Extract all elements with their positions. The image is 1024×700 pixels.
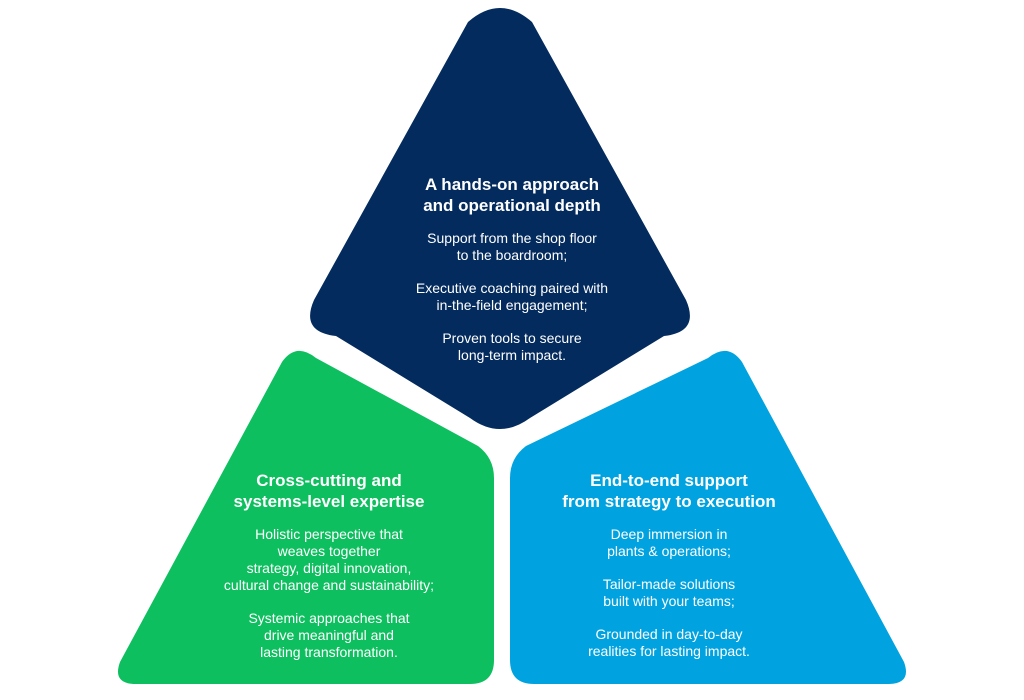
left-text-block: Cross-cutting and systems-level expertis… — [170, 470, 488, 677]
right-item: Grounded in day-to-day realities for las… — [516, 626, 822, 660]
left-item-line: strategy, digital innovation, — [246, 560, 412, 576]
left-item-line: drive meaningful and — [264, 627, 394, 643]
right-item-line: plants & operations; — [607, 543, 731, 559]
top-item: Support from the shop floor to the board… — [350, 230, 674, 264]
top-item-line: Proven tools to secure — [442, 330, 582, 346]
left-item: Holistic perspective that weaves togethe… — [170, 526, 488, 594]
right-triangle-shape — [510, 350, 906, 684]
left-heading-line: Cross-cutting and — [256, 471, 402, 490]
left-item-line: cultural change and sustainability; — [223, 577, 435, 593]
top-item-line: to the boardroom; — [456, 247, 568, 263]
right-item-line: built with your teams; — [603, 593, 735, 609]
top-heading-line: A hands-on approach — [424, 175, 600, 194]
right-text-block: End-to-end support from strategy to exec… — [516, 470, 822, 676]
left-heading-line: systems-level expertise — [233, 492, 425, 511]
left-item-line: Holistic perspective that — [255, 526, 403, 542]
right-heading-line: from strategy to execution — [562, 492, 776, 511]
top-heading-line: and operational depth — [423, 196, 601, 215]
right-heading-line: End-to-end support — [590, 471, 748, 490]
top-heading: A hands-on approach and operational dept… — [350, 174, 674, 216]
right-item-line: Tailor-made solutions — [602, 576, 736, 592]
top-text-block: A hands-on approach and operational dept… — [350, 174, 674, 380]
right-item-line: Grounded in day-to-day — [595, 626, 743, 642]
right-item-line: realities for lasting impact. — [588, 643, 750, 659]
top-item-line: Support from the shop floor — [427, 230, 597, 246]
top-item: Proven tools to secure long-term impact. — [350, 330, 674, 364]
right-item-line: Deep immersion in — [610, 526, 728, 542]
left-item-line: Systemic approaches that — [248, 610, 410, 626]
top-item-line: long-term impact. — [457, 347, 567, 363]
top-item-line: in-the-field engagement; — [436, 297, 588, 313]
right-item: Deep immersion in plants & operations; — [516, 526, 822, 560]
top-item-line: Executive coaching paired with — [415, 280, 609, 296]
left-heading: Cross-cutting and systems-level expertis… — [170, 470, 488, 512]
left-item-line: lasting transformation. — [260, 644, 398, 660]
top-item: Executive coaching paired with in-the-fi… — [350, 280, 674, 314]
right-item: Tailor-made solutions built with your te… — [516, 576, 822, 610]
left-item-line: weaves together — [277, 543, 381, 559]
left-item: Systemic approaches that drive meaningfu… — [170, 610, 488, 661]
top-triangle-shape — [310, 8, 690, 429]
left-triangle-shape — [118, 350, 494, 684]
right-heading: End-to-end support from strategy to exec… — [516, 470, 822, 512]
